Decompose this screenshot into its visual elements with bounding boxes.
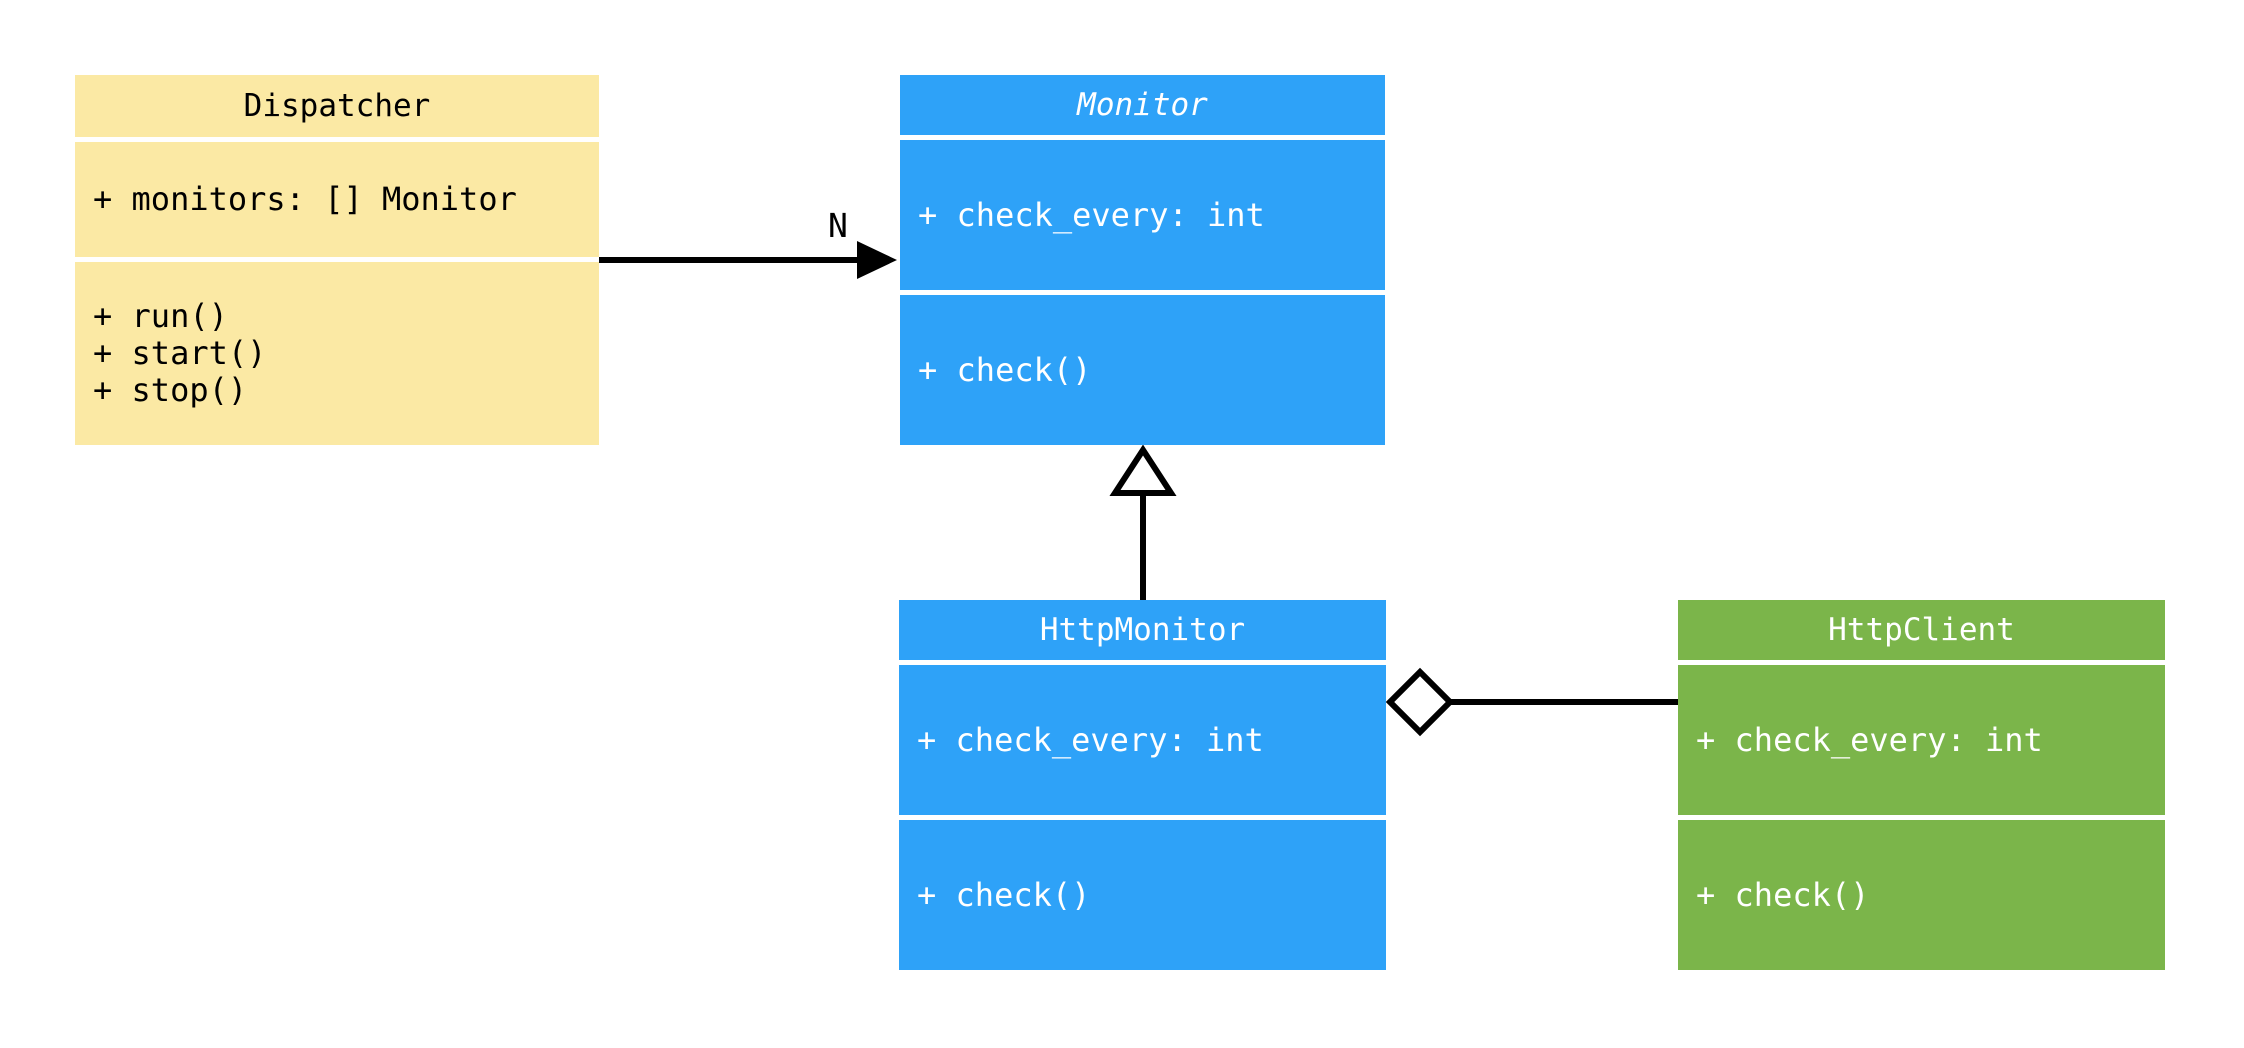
class-box-dispatcher[interactable]: Dispatcher + monitors: [] Monitor + run(… — [75, 75, 599, 445]
attribute-item: + monitors: [] Monitor — [93, 180, 517, 218]
aggregation-httpmonitor-httpclient — [1385, 667, 1678, 737]
class-title: HttpMonitor — [899, 600, 1386, 660]
method-item: + check() — [917, 875, 1091, 914]
class-methods: + check() — [900, 295, 1385, 445]
class-methods: + check() — [899, 820, 1386, 970]
attribute-item: + check_every: int — [1696, 720, 2043, 759]
class-methods: + run() + start() + stop() — [75, 262, 599, 445]
class-title: Dispatcher — [75, 75, 599, 137]
class-box-monitor[interactable]: Monitor + check_every: int + check() — [900, 75, 1385, 445]
method-item: + stop() — [93, 371, 248, 409]
class-attributes: + check_every: int — [900, 140, 1385, 290]
class-title: HttpClient — [1678, 600, 2165, 660]
class-attributes: + check_every: int — [1678, 665, 2165, 815]
method-item: + run() — [93, 297, 228, 335]
association-dispatcher-monitor — [599, 241, 897, 279]
class-title: Monitor — [900, 75, 1385, 135]
multiplicity-label: N — [828, 206, 848, 245]
class-box-httpmonitor[interactable]: HttpMonitor + check_every: int + check() — [899, 600, 1386, 970]
inheritance-triangle-icon — [1109, 444, 1177, 496]
class-attributes: + check_every: int — [899, 665, 1386, 815]
association-arrowhead-icon — [857, 241, 897, 279]
aggregation-diamond-icon — [1385, 667, 1455, 737]
method-item: + check() — [918, 350, 1092, 389]
method-item: + check() — [1696, 875, 1870, 914]
class-box-httpclient[interactable]: HttpClient + check_every: int + check() — [1678, 600, 2165, 970]
class-methods: + check() — [1678, 820, 2165, 970]
inheritance-httpmonitor-monitor — [1109, 444, 1177, 600]
attribute-item: + check_every: int — [918, 195, 1265, 234]
class-attributes: + monitors: [] Monitor — [75, 142, 599, 257]
attribute-item: + check_every: int — [917, 720, 1264, 759]
method-item: + start() — [93, 334, 267, 372]
